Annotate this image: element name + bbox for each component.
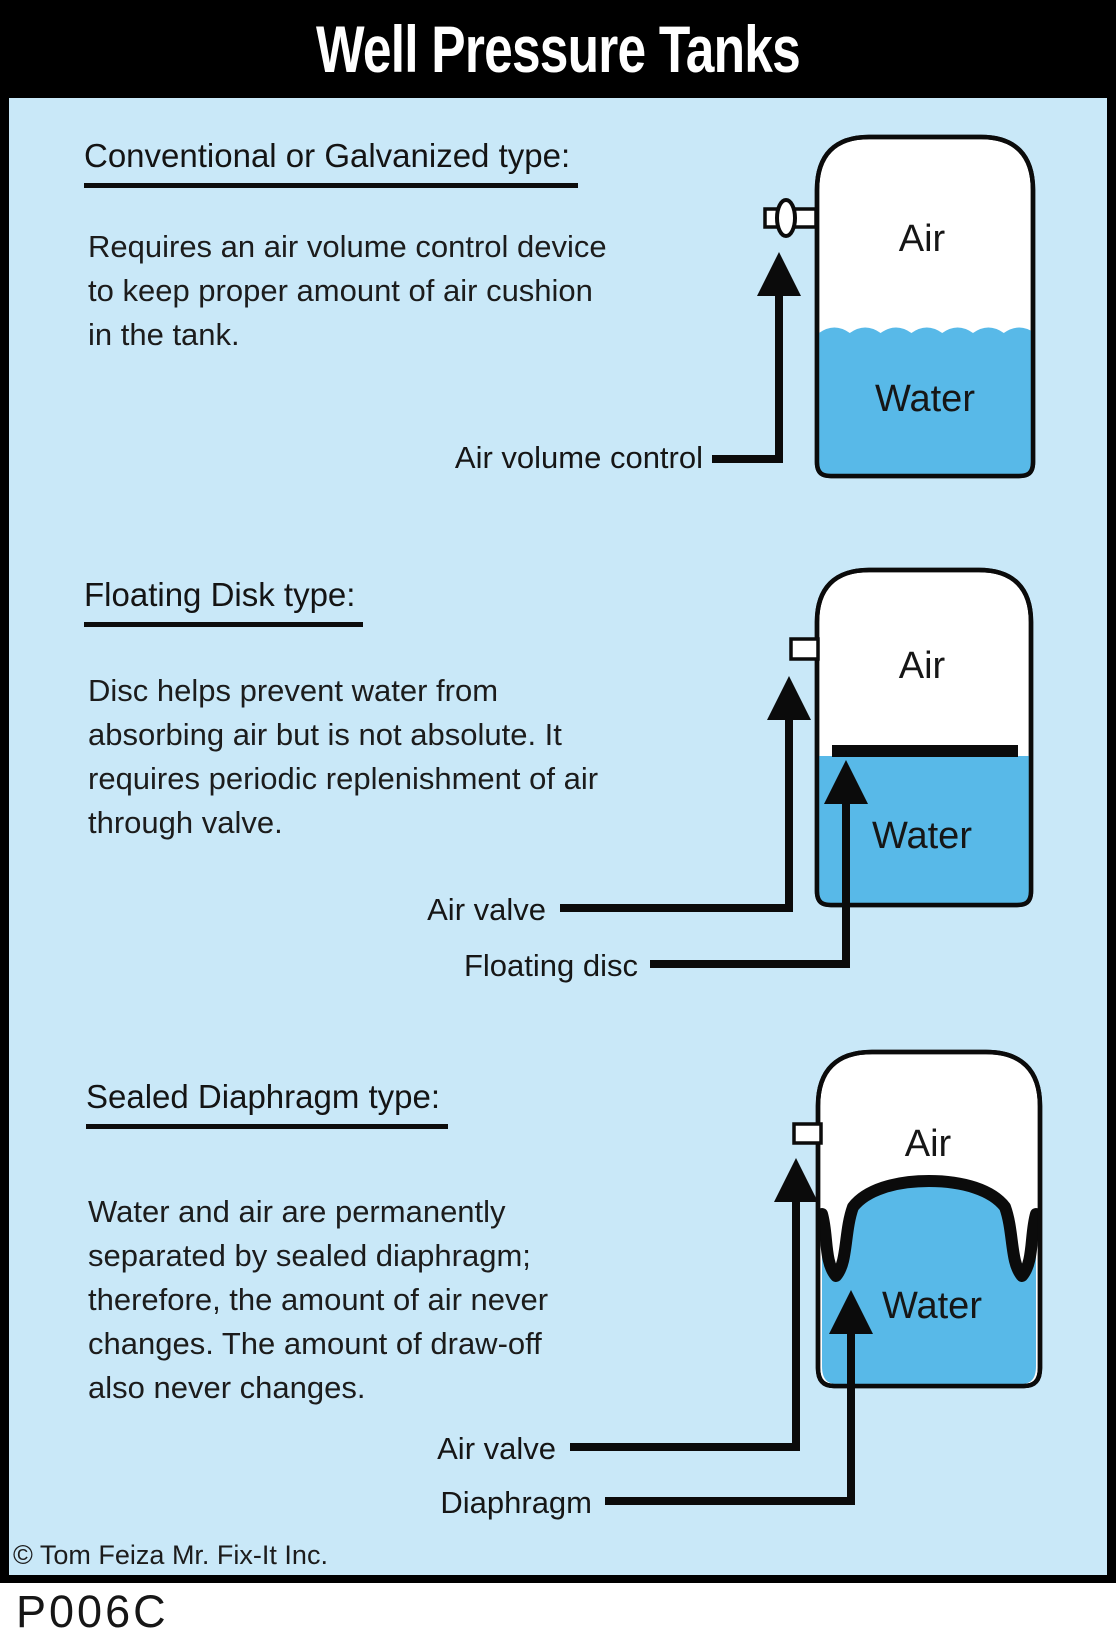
air-valve-icon <box>789 637 820 661</box>
water-region-label: Water <box>882 1285 982 1327</box>
diaphragm-membrane <box>816 1175 1042 1282</box>
paragraph-line: in the tank. <box>88 317 240 352</box>
section-paragraph-floating-disk: Disc helps prevent water from absorbing … <box>88 669 598 845</box>
paragraph-line: also never changes. <box>88 1370 366 1405</box>
valve-knob-icon <box>775 198 797 238</box>
water-fill <box>819 756 1029 903</box>
air-valve-icon <box>792 1122 823 1145</box>
arrow-up-icon <box>774 1158 818 1202</box>
callout-label-diaphragm: Diaphragm <box>440 1485 592 1520</box>
water-fill <box>822 1181 1036 1384</box>
air-region-label: Air <box>899 218 946 260</box>
conventional-tank-diagram: Air Water Air volume control <box>455 134 1036 479</box>
copyright-text: © Tom Feiza Mr. Fix-It Inc. <box>13 1540 328 1570</box>
arrow-up-icon <box>767 676 811 720</box>
water-region-label: Water <box>872 815 972 857</box>
arrow-up-icon <box>824 760 868 804</box>
section-paragraph-conventional: Requires an air volume control device to… <box>88 225 607 357</box>
callout-line <box>712 292 783 463</box>
paragraph-line: requires periodic replenishment of air <box>88 761 599 796</box>
water-region-label: Water <box>875 378 975 420</box>
callout-line <box>570 1202 800 1451</box>
callout-label-floating-disc: Floating disc <box>464 948 638 983</box>
paragraph-line: absorbing air but is not absolute. It <box>88 717 562 752</box>
callout-label-air-valve: Air valve <box>427 892 546 927</box>
sealed-diaphragm-tank-diagram: Air Water Air valve Diaphragm <box>437 1049 1043 1520</box>
callout-label-air-volume-control: Air volume control <box>455 440 703 475</box>
water-fill <box>819 327 1035 474</box>
paragraph-line: Disc helps prevent water from <box>88 673 499 708</box>
tank-outline <box>815 1049 1043 1389</box>
paragraph-line: through valve. <box>88 805 283 840</box>
callout-line <box>560 718 793 912</box>
callout-line <box>650 802 850 968</box>
paragraph-line: to keep proper amount of air cushion <box>88 273 593 308</box>
paragraph-line: changes. The amount of draw-off <box>88 1326 542 1361</box>
page-title: Well Pressure Tanks <box>315 12 801 86</box>
callout-label-air-valve: Air valve <box>437 1431 556 1466</box>
paragraph-line: separated by sealed diaphragm; <box>88 1238 531 1273</box>
section-heading-floating-disk: Floating Disk type: <box>84 575 364 627</box>
paragraph-line: Requires an air volume control device <box>88 229 607 264</box>
arrow-up-icon <box>829 1290 873 1334</box>
document-code: P006C <box>16 1586 169 1637</box>
section-heading-conventional: Conventional or Galvanized type: <box>84 136 579 188</box>
floating-disk-tank-diagram: Air Water Air valve Floating disc <box>427 567 1034 983</box>
section-heading-sealed-diaphragm: Sealed Diaphragm type: <box>86 1077 449 1129</box>
paragraph-line: Water and air are permanently <box>88 1194 506 1229</box>
tank-outline <box>814 134 1036 479</box>
section-paragraph-sealed-diaphragm: Water and air are permanently separated … <box>88 1190 548 1410</box>
tank-outline <box>814 567 1034 908</box>
paragraph-line: therefore, the amount of air never <box>88 1282 549 1317</box>
callout-line <box>605 1334 855 1505</box>
air-region-label: Air <box>905 1123 952 1165</box>
air-region-label: Air <box>899 645 946 687</box>
arrow-up-icon <box>757 252 801 296</box>
